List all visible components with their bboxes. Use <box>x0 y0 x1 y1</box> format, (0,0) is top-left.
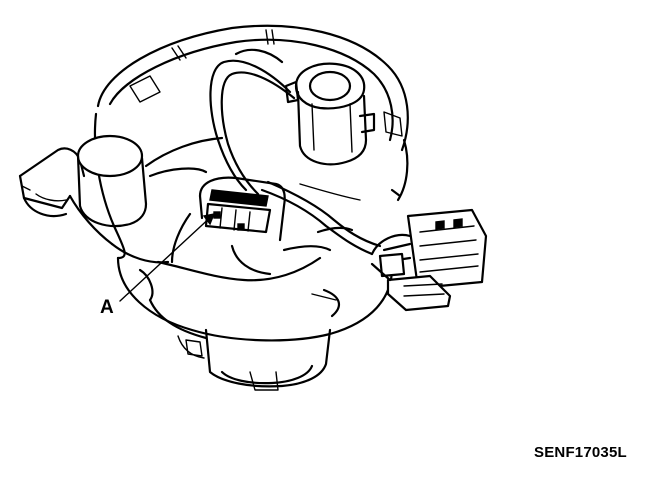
wiring-harness <box>209 48 382 256</box>
right-connector <box>370 208 488 312</box>
body-contours <box>138 136 361 302</box>
callout-a-leader <box>119 213 216 302</box>
lower-housing <box>116 256 394 391</box>
left-cylinder-port <box>76 134 148 228</box>
right-cylinder-fitting <box>284 62 376 166</box>
left-outlet-tube <box>18 147 170 264</box>
figure-code: SENF17035L <box>534 444 627 461</box>
center-connector <box>148 167 286 264</box>
callout-label-a: A <box>100 297 114 318</box>
